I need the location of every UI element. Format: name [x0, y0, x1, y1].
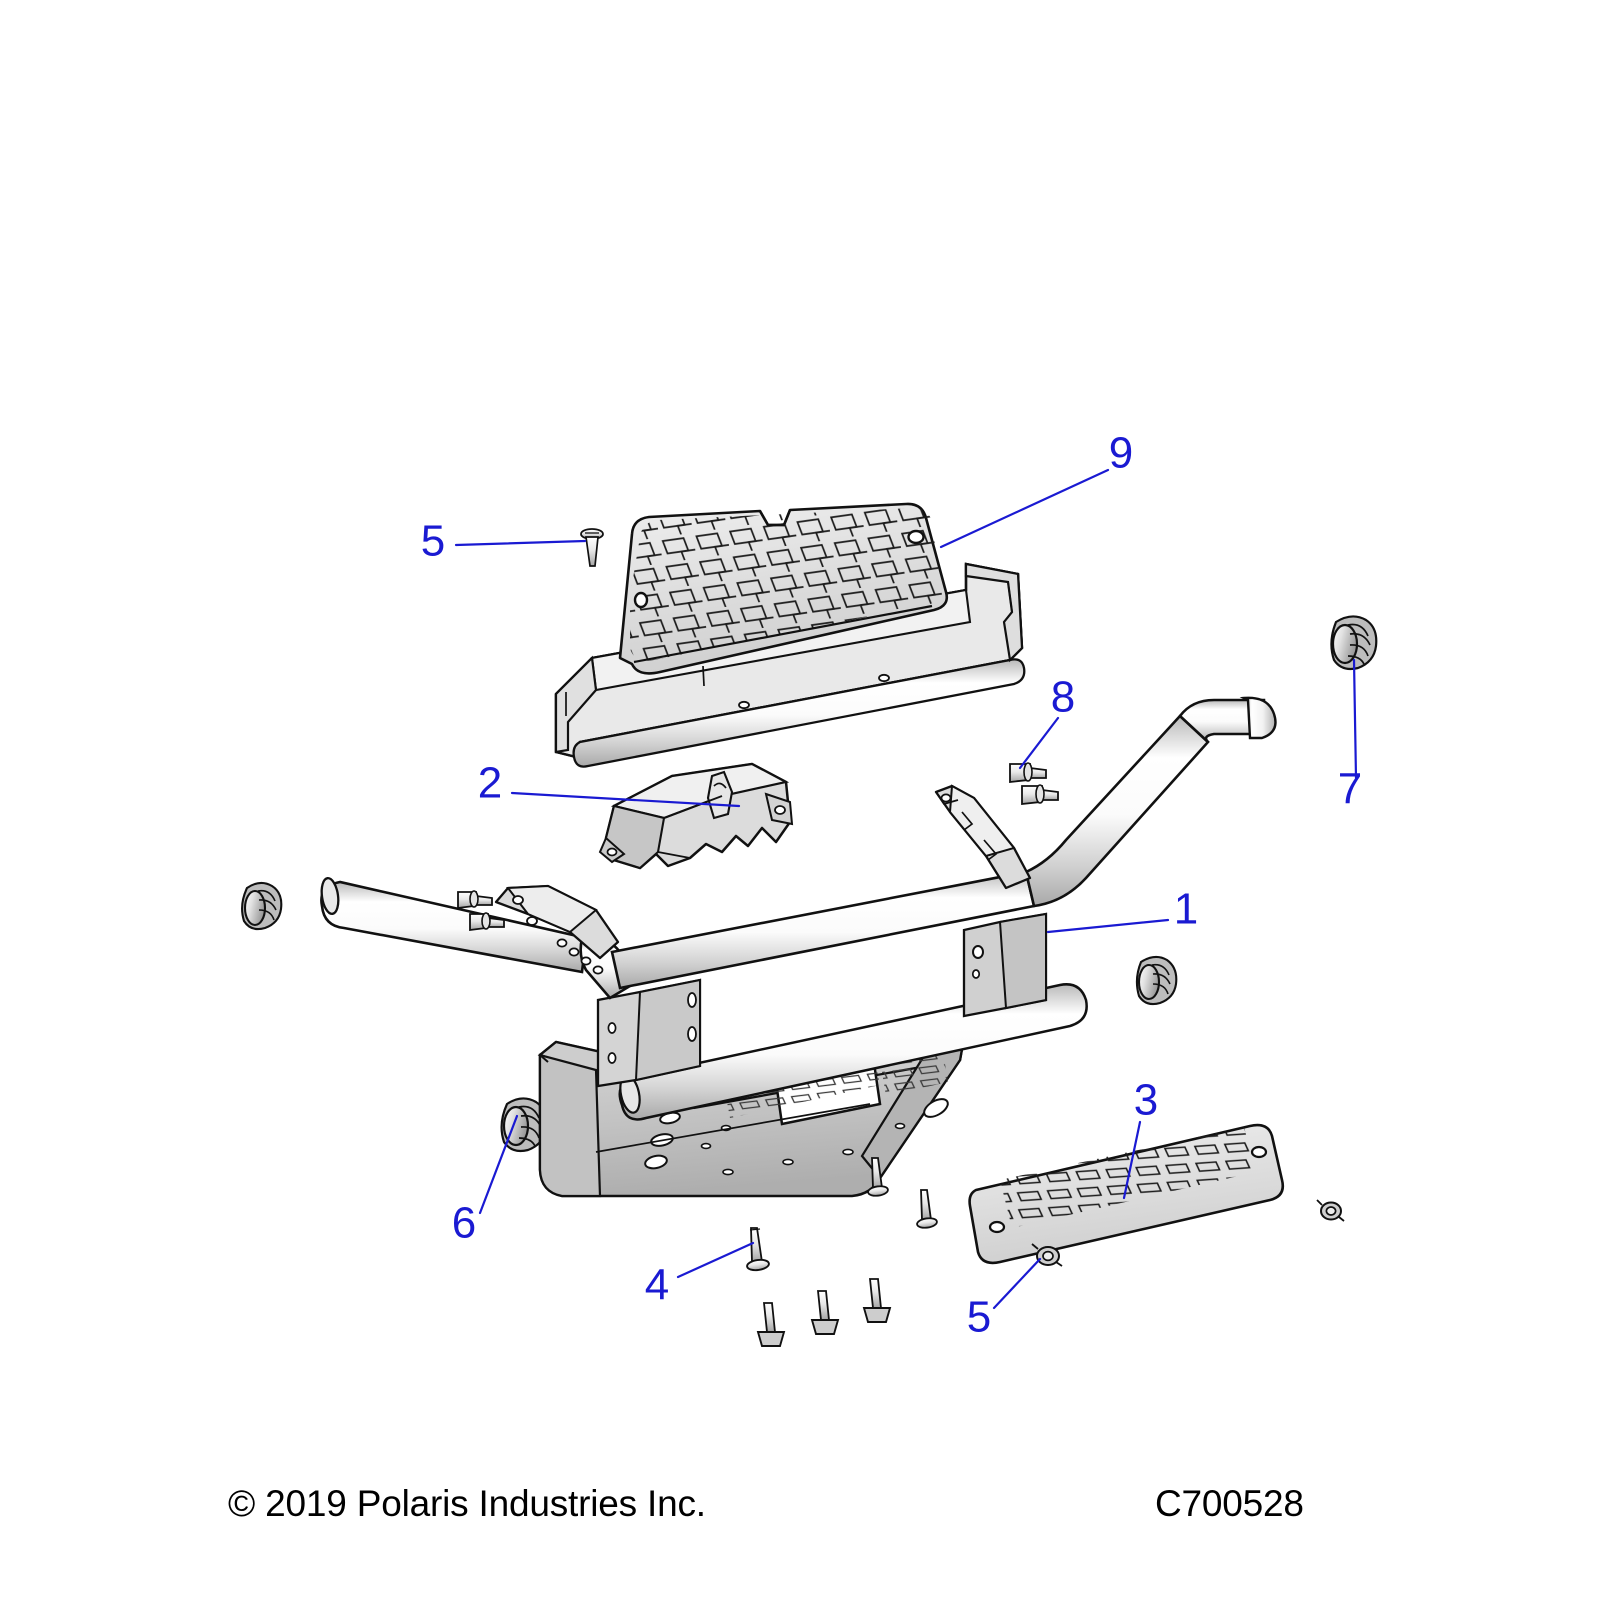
- flange-bolt: [1009, 762, 1047, 784]
- part-5-push-rivet-bottom: [1031, 1243, 1063, 1267]
- push-rivet: [1316, 1199, 1345, 1222]
- callout-7-number: 7: [1338, 765, 1362, 814]
- callout-9-number: 9: [1109, 429, 1133, 478]
- flange-bolt: [862, 1278, 892, 1323]
- callout-6-number: 6: [452, 1199, 476, 1248]
- screw: [867, 1157, 889, 1197]
- callout-8-number: 8: [1051, 673, 1075, 722]
- flange-bolt: [756, 1302, 786, 1347]
- part-8-flange-bolts: [1009, 762, 1059, 806]
- part-9-upper-grille-assembly: [554, 502, 1026, 768]
- diagram-code: C700528: [1155, 1483, 1304, 1524]
- flange-bolt: [810, 1290, 840, 1335]
- end-cap-plug-right: [1135, 955, 1178, 1006]
- callout-3: 3: [1122, 1076, 1158, 1200]
- callout-5-top-leader-line: [454, 539, 587, 547]
- callout-5-bottom: 5: [967, 1257, 1042, 1342]
- screw: [916, 1189, 938, 1229]
- callout-3-leader-line: [1122, 1120, 1142, 1200]
- flange-bolt: [457, 890, 493, 910]
- part-1-front-bumper-assembly: [320, 696, 1277, 1198]
- callout-3-number: 3: [1134, 1076, 1158, 1125]
- callout-9-leader-line: [939, 468, 1110, 549]
- callout-8-leader-line: [1018, 716, 1060, 770]
- callout-1-leader-line: [1046, 918, 1170, 934]
- callout-layer: 1 2 3 4 5 5 6 7 8 9: [421, 429, 1362, 1342]
- part-4-shoulder-screw: [746, 1227, 770, 1272]
- callout-1-number: 1: [1174, 885, 1198, 934]
- part-2-winch-mount-bracket: [598, 762, 794, 870]
- part-6-end-cap-plug: [500, 1097, 548, 1153]
- callout-6: 6: [452, 1114, 519, 1248]
- callout-7: 7: [1338, 658, 1362, 814]
- callout-4-number: 4: [645, 1261, 669, 1310]
- callout-8: 8: [1018, 673, 1075, 770]
- end-cap-plug-left: [241, 881, 283, 931]
- callout-5-top-number: 5: [421, 517, 445, 566]
- callout-5-top: 5: [421, 517, 587, 566]
- callout-2-number: 2: [478, 759, 502, 808]
- part-5-screw-top: [580, 528, 604, 567]
- callout-1: 1: [1046, 885, 1198, 934]
- callout-9: 9: [939, 429, 1133, 549]
- callout-4-leader-line: [676, 1241, 755, 1279]
- copyright-notice: © 2019 Polaris Industries Inc.: [228, 1483, 706, 1524]
- callout-4: 4: [645, 1241, 755, 1310]
- flange-bolt: [1021, 784, 1059, 806]
- callout-2: 2: [478, 759, 741, 808]
- callout-6-leader-line: [478, 1114, 519, 1215]
- callout-5-bottom-number: 5: [967, 1293, 991, 1342]
- part-7-end-cap-plug: [1330, 615, 1378, 671]
- callout-2-leader-line: [510, 791, 741, 808]
- callout-7-leader-line: [1352, 658, 1358, 780]
- callout-5-bottom-leader-line: [992, 1257, 1042, 1310]
- flange-bolt: [469, 912, 505, 932]
